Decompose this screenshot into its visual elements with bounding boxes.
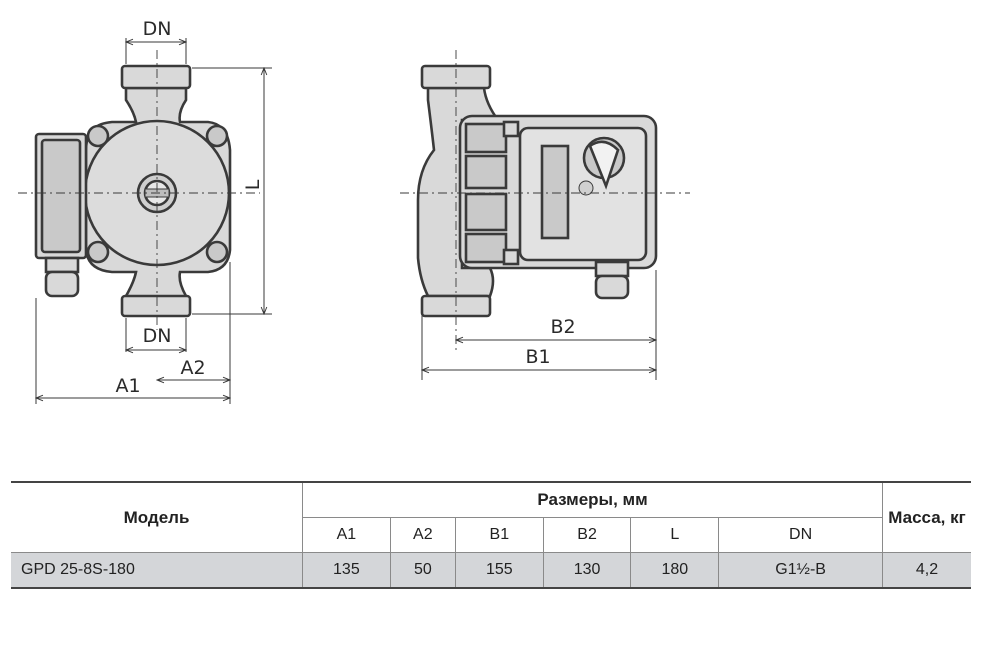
front-bolt-bottom-left — [86, 240, 110, 264]
side-knob-pointer — [588, 140, 620, 190]
value-b2: 130 — [542, 552, 632, 589]
front-bolt-bottom-right — [205, 240, 229, 264]
side-fin-tab-bottom — [502, 248, 520, 266]
side-b2-label: B2 — [550, 316, 575, 338]
specifications-table: Модель Размеры, мм Масса, кг A1 A2 B1 B2… — [11, 481, 971, 589]
model-header: Модель — [11, 481, 303, 553]
front-bolt-top-right — [205, 124, 229, 148]
side-fin-block-lower — [464, 192, 508, 232]
value-a2: 50 — [389, 552, 456, 589]
front-terminal-inner — [40, 138, 82, 254]
pump-dimension-drawing: DN DN L A1 A2 — [18, 18, 690, 404]
column-header-a2: A2 — [389, 517, 456, 553]
front-view: DN DN L A1 A2 — [18, 18, 272, 404]
front-cable-gland-nut — [44, 256, 80, 274]
side-cable-gland — [594, 274, 630, 300]
value-mass: 4,2 — [882, 552, 971, 589]
front-bottom-flange — [120, 294, 192, 318]
side-display-window — [540, 144, 570, 240]
side-view: B2 B1 — [400, 50, 690, 380]
side-fin-block-bottom — [464, 232, 508, 264]
side-fin-block-upper — [464, 154, 508, 190]
table-row: GPD 25-8S-180 135 50 155 130 180 G1½-B 4… — [11, 552, 971, 589]
side-fin-tab-top — [502, 120, 520, 138]
value-l: 180 — [630, 552, 720, 589]
column-header-l: L — [630, 517, 720, 553]
value-a1: 135 — [302, 552, 391, 589]
front-cable-gland — [44, 270, 80, 298]
value-b1: 155 — [454, 552, 544, 589]
front-top-flange — [120, 64, 192, 90]
front-a1-label: A1 — [115, 375, 140, 397]
front-bolt-top-left — [86, 124, 110, 148]
column-header-b1: B1 — [454, 517, 544, 553]
side-indicator-light — [578, 180, 594, 196]
model-cell: GPD 25-8S-180 — [11, 552, 303, 589]
column-header-b2: B2 — [542, 517, 632, 553]
column-header-dn: DN — [718, 517, 883, 553]
column-header-a1: A1 — [302, 517, 391, 553]
front-a2-label: A2 — [180, 357, 205, 379]
value-dn: G1½-B — [718, 552, 883, 589]
side-fin-block-top — [464, 122, 508, 154]
mass-header: Масса, кг — [882, 481, 971, 553]
front-dn-top-label: DN — [143, 18, 172, 40]
side-b1-label: B1 — [525, 346, 550, 368]
dimensions-header: Размеры, мм — [302, 481, 883, 518]
side-cable-gland-nut — [594, 260, 630, 278]
front-dn-bottom-label: DN — [143, 325, 172, 347]
front-l-label: L — [242, 179, 264, 190]
